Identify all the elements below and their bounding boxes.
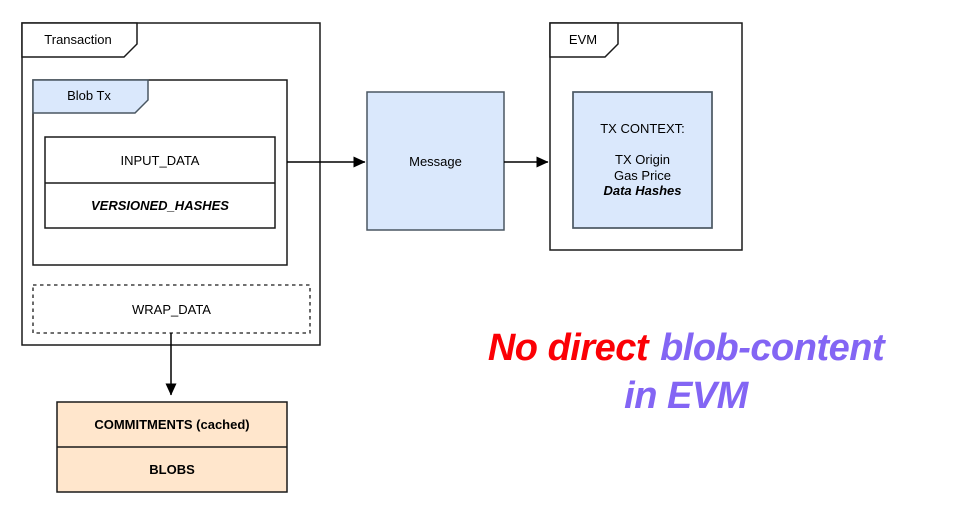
annotation-line1: No direct blob-content bbox=[400, 324, 972, 372]
message-box bbox=[366, 91, 505, 231]
tx-context-title: TX CONTEXT: bbox=[600, 121, 685, 137]
annotation-blob-content: blob-content bbox=[660, 327, 885, 369]
annotation-text: No direct blob-content in EVM bbox=[400, 324, 972, 420]
annotation-in-evm: in EVM bbox=[624, 375, 748, 417]
wrap-data-box bbox=[32, 284, 311, 334]
evm-tab-shape bbox=[549, 22, 619, 58]
tx-context-line-gasprice: Gas Price bbox=[613, 167, 672, 183]
tx-context-box bbox=[572, 91, 713, 229]
tx-context-line-origin: TX Origin bbox=[615, 152, 670, 168]
transaction-tab-shape bbox=[21, 22, 138, 58]
blob-tx-tab-shape bbox=[32, 79, 149, 114]
annotation-no-direct: No direct bbox=[487, 327, 649, 369]
tx-context-line-datahashes: Data Hashes bbox=[603, 183, 682, 199]
tx-context-block: TX CONTEXT: TX Origin Gas Price Data Has… bbox=[573, 92, 712, 228]
